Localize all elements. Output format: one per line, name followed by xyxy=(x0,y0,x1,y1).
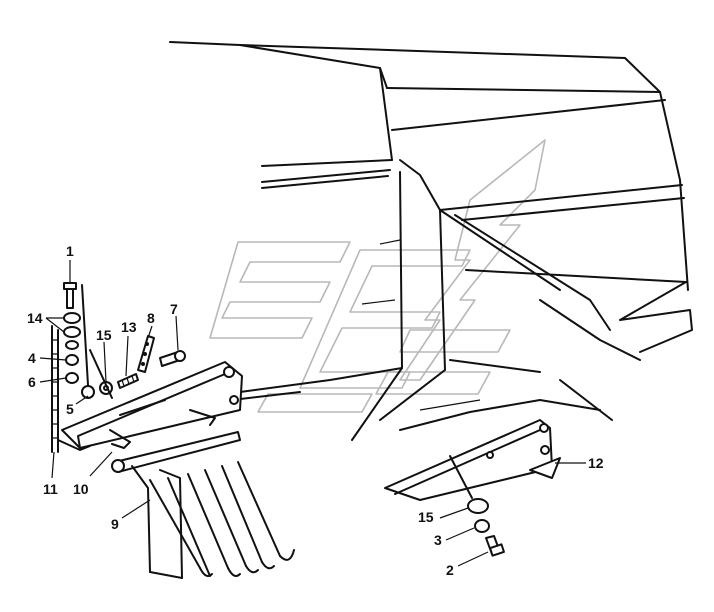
callout-15-left: 15 xyxy=(96,327,112,343)
callout-2: 2 xyxy=(446,562,454,578)
callout-11: 11 xyxy=(43,481,58,497)
callout-10: 10 xyxy=(73,481,89,497)
callout-6: 6 xyxy=(28,374,36,390)
left-bracket-assembly xyxy=(51,282,243,453)
callout-1: 1 xyxy=(66,243,74,259)
callout-9: 9 xyxy=(111,516,119,532)
callout-4: 4 xyxy=(28,350,36,366)
callout-15-right: 15 xyxy=(418,509,434,525)
callout-8: 8 xyxy=(147,310,155,326)
callout-7: 7 xyxy=(170,301,178,317)
watermark-logo xyxy=(209,139,546,413)
leader-lines xyxy=(39,260,586,567)
tine-assembly xyxy=(111,431,295,579)
callout-14: 14 xyxy=(27,310,43,326)
callout-13: 13 xyxy=(121,319,137,335)
callout-labels: 1 14 4 6 5 15 13 8 7 11 10 9 12 15 3 2 xyxy=(27,243,604,578)
callout-12: 12 xyxy=(588,455,604,471)
callout-5: 5 xyxy=(66,401,74,417)
callout-3: 3 xyxy=(434,532,442,548)
right-bracket-assembly xyxy=(384,419,561,557)
machine-body xyxy=(169,41,693,441)
